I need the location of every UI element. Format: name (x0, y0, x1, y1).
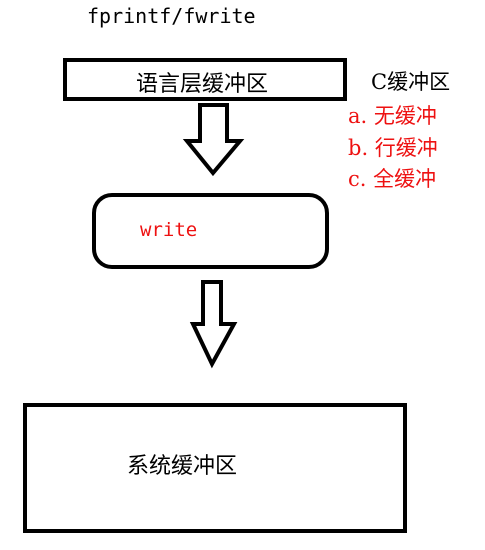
system-buffer-box (23, 403, 407, 533)
c-buffer-item-fully-buffered: c. 全缓冲 (348, 167, 437, 191)
c-buffer-item-line-buffered: b. 行缓冲 (348, 136, 438, 160)
top-label: fprintf/fwrite (87, 4, 256, 28)
down-arrow-icon (182, 103, 245, 177)
c-buffer-item-unbuffered: a. 无缓冲 (348, 104, 437, 128)
system-buffer-label: 系统缓冲区 (127, 454, 238, 479)
language-buffer-box (63, 58, 347, 101)
c-buffer-title: C缓冲区 (371, 70, 451, 94)
write-node-label: write (140, 219, 198, 241)
write-node-box (92, 193, 329, 269)
down-arrow-icon (189, 280, 238, 369)
language-buffer-label: 语言层缓冲区 (136, 72, 269, 97)
